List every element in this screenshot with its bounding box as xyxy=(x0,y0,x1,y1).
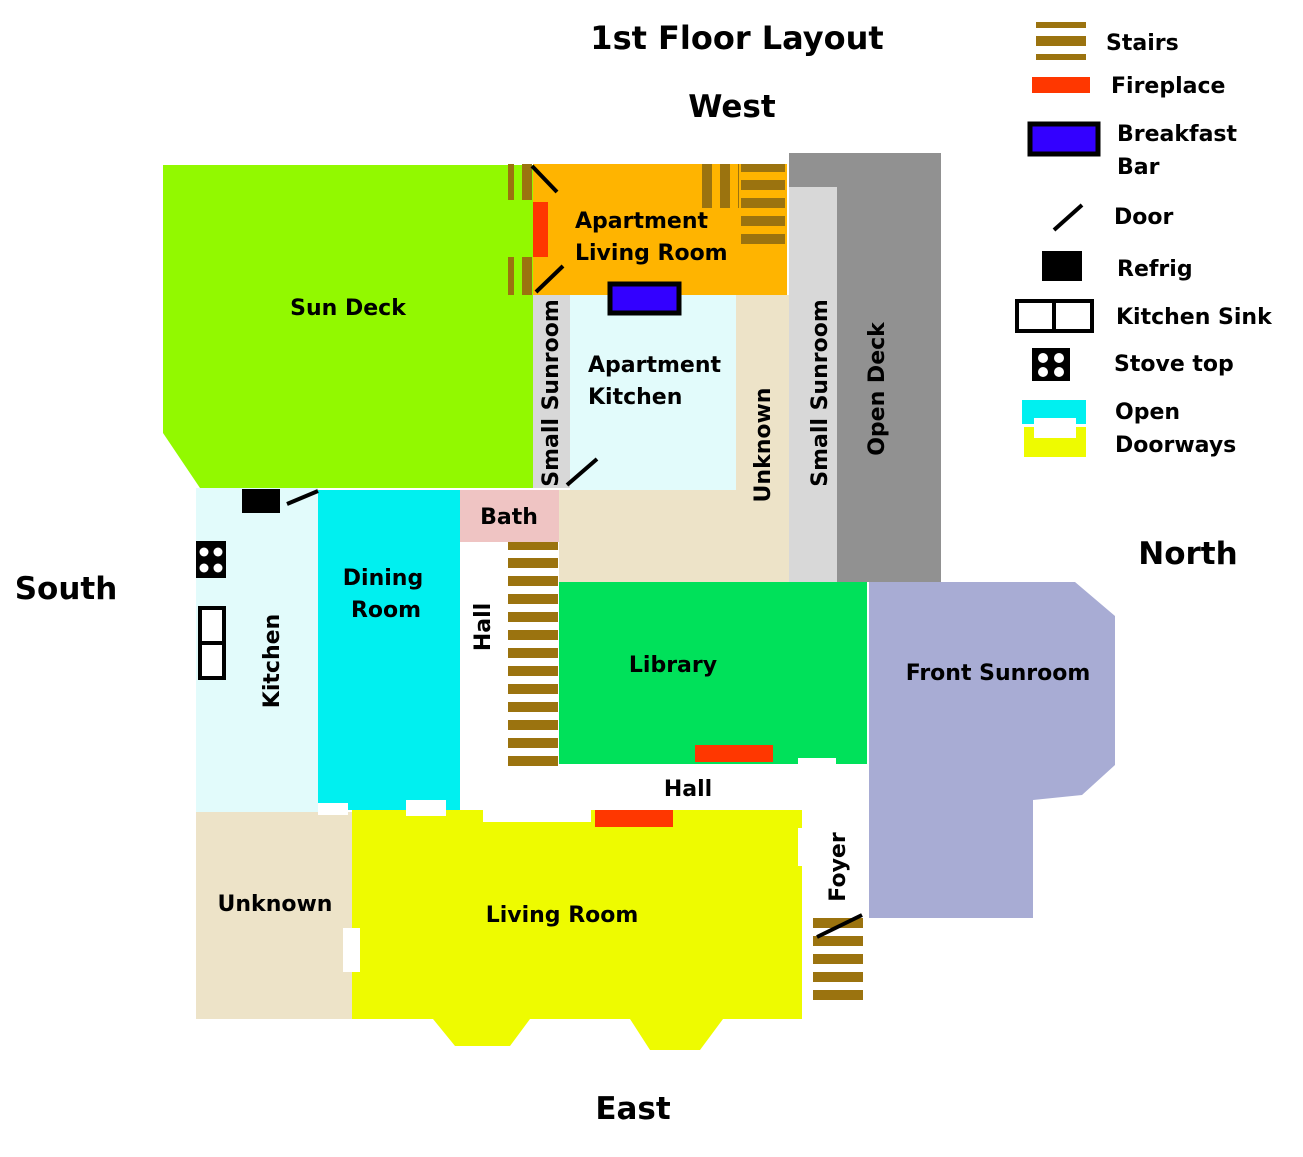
open-gap xyxy=(798,828,806,866)
room-label-small-sunroom-b: Small Sunroom xyxy=(808,299,833,487)
stairs-icon xyxy=(1036,22,1086,60)
breakfast-bar-icon xyxy=(1027,121,1101,157)
legend-label-open-1: Open xyxy=(1115,400,1180,425)
legend-label-kitchen-sink: Kitchen Sink xyxy=(1116,305,1273,330)
room-label-hall-horizontal: Hall xyxy=(664,777,712,802)
upper-hall-area xyxy=(559,490,789,582)
kitchen-sink-icon xyxy=(1015,299,1094,333)
door-icon xyxy=(530,164,559,194)
room-label-living-room: Living Room xyxy=(486,903,639,928)
legend-label-door: Door xyxy=(1114,205,1173,230)
compass-south: South xyxy=(15,571,118,607)
door-icon xyxy=(286,489,319,506)
apartment-kitchen-area xyxy=(570,295,736,490)
room-label-unknown-lower: Unknown xyxy=(218,892,333,917)
door-icon xyxy=(1052,203,1084,232)
legend-label-fireplace: Fireplace xyxy=(1111,74,1225,99)
room-label-apartment-kitchen-2: Kitchen xyxy=(588,385,682,410)
legend-label-open-2: Doorways xyxy=(1115,433,1236,458)
legend-label-refrig: Refrig xyxy=(1117,257,1193,282)
library-area xyxy=(559,582,867,764)
legend-item-kitchen-sink: Kitchen Sink xyxy=(1015,299,1273,333)
room-label-dining-1: Dining xyxy=(343,566,423,591)
room-label-hall-vertical: Hall xyxy=(471,603,496,651)
fireplace-icon xyxy=(533,202,548,257)
legend-item-door: Door xyxy=(1052,203,1173,232)
stairs-icon xyxy=(508,542,558,768)
kitchen-sink-icon xyxy=(198,606,226,680)
room-label-library: Library xyxy=(629,653,717,678)
door-icon xyxy=(534,264,565,294)
room-label-kitchen: Kitchen xyxy=(260,614,285,708)
room-label-dining-2: Room xyxy=(351,598,421,623)
room-label-bath: Bath xyxy=(480,505,538,530)
page-title: 1st Floor Layout xyxy=(590,19,883,57)
compass-north: North xyxy=(1138,536,1237,572)
legend-item-fireplace: Fireplace xyxy=(1032,74,1225,99)
stove-top-icon xyxy=(1032,348,1070,381)
stairs-icon xyxy=(508,164,532,200)
front-sunroom-area xyxy=(869,582,1115,918)
small-sunroom-b-area xyxy=(789,187,837,582)
sun-deck-area xyxy=(163,165,533,488)
refrig-icon xyxy=(1042,251,1082,281)
legend-item-stove-top: Stove top xyxy=(1032,348,1234,381)
legend-label-stairs: Stairs xyxy=(1106,31,1179,56)
stove-top-icon xyxy=(196,541,226,578)
room-label-sun-deck: Sun Deck xyxy=(290,296,407,321)
room-label-apartment-living-2: Living Room xyxy=(575,241,728,266)
small-sunroom-a-area xyxy=(533,295,570,488)
dining-room-area xyxy=(318,490,460,810)
legend-label-stove-top: Stove top xyxy=(1114,352,1234,377)
stairs-icon xyxy=(508,257,532,295)
legend-label-breakfast-1: Breakfast xyxy=(1117,122,1238,147)
room-label-open-deck: Open Deck xyxy=(865,321,890,456)
unknown-lower-area xyxy=(196,812,352,1019)
legend-label-breakfast-2: Bar xyxy=(1117,155,1160,180)
legend-item-open-doorways: Open Doorways xyxy=(1022,400,1236,458)
room-label-front-sunroom: Front Sunroom xyxy=(906,661,1091,686)
legend-item-breakfast-bar: Breakfast Bar xyxy=(1027,121,1238,180)
open-gap xyxy=(406,800,446,816)
stairs-icon xyxy=(697,164,739,208)
fireplace-icon xyxy=(595,810,673,827)
fireplace-icon xyxy=(1032,77,1090,93)
legend-item-stairs: Stairs xyxy=(1036,22,1179,60)
room-label-apartment-living-1: Apartment xyxy=(575,209,708,234)
breakfast-bar-icon xyxy=(607,281,682,316)
room-label-apartment-kitchen-1: Apartment xyxy=(588,353,721,378)
door-icon xyxy=(816,913,863,939)
door-icon xyxy=(565,457,599,487)
room-label-foyer: Foyer xyxy=(826,832,851,902)
fireplace-icon xyxy=(695,745,773,762)
open-gap xyxy=(343,928,360,972)
stairs-icon xyxy=(741,164,785,250)
room-label-small-sunroom-a: Small Sunroom xyxy=(539,299,564,487)
open-gap xyxy=(798,758,836,766)
open-deck-area xyxy=(789,153,941,582)
compass-west: West xyxy=(688,89,776,125)
room-label-unknown-upper: Unknown xyxy=(751,388,776,503)
open-doorway-icon xyxy=(1022,400,1086,457)
open-gap xyxy=(483,808,591,822)
open-gap xyxy=(318,803,348,815)
living-room-area xyxy=(352,810,802,1050)
legend-item-refrig: Refrig xyxy=(1042,251,1193,282)
compass-east: East xyxy=(595,1091,671,1127)
legend: Stairs Fireplace Breakfast Bar Door Refr… xyxy=(1015,22,1273,458)
bath-area xyxy=(460,490,559,542)
refrig-icon xyxy=(242,489,280,513)
